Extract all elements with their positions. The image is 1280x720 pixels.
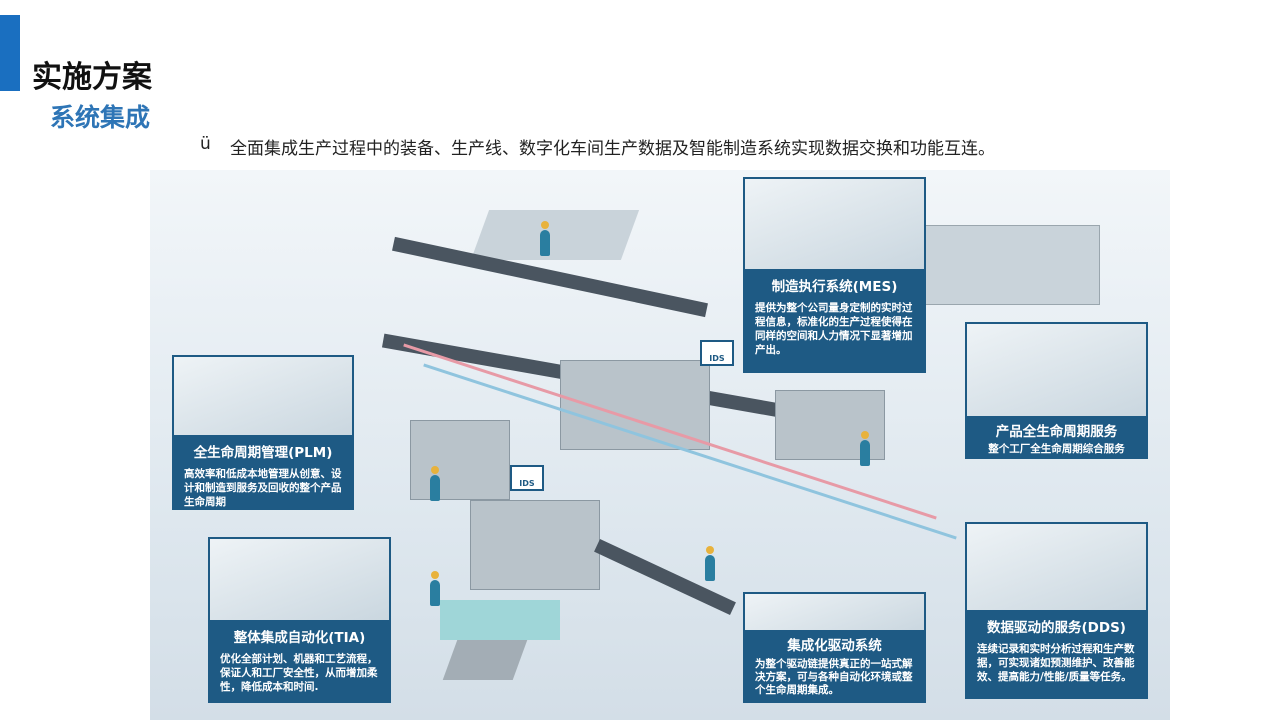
worker-figure <box>540 221 550 256</box>
lifecycle-caption: 产品全生命周期服务 整个工厂全生命周期综合服务 <box>967 416 1146 457</box>
panel-desc: 高效率和低成本地管理从创意、设计和制造到服务及回收的整个产品生命周期 <box>184 468 342 508</box>
bullet-text: 全面集成生产过程中的装备、生产线、数字化车间生产数据及智能制造系统实现数据交换和… <box>230 139 995 159</box>
pallet <box>442 640 528 680</box>
panel-title: 数据驱动的服务(DDS) <box>987 620 1126 636</box>
panel-mes: 制造执行系统(MES) 提供为整个公司量身定制的实时过程信息，标准化的生产过程使… <box>743 177 926 373</box>
panel-title: 制造执行系统(MES) <box>771 279 898 295</box>
tia-image <box>210 539 389 624</box>
page-title: 实施方案 <box>32 60 152 95</box>
page-subtitle: 系统集成 <box>50 103 151 132</box>
machine <box>410 420 510 500</box>
title-accent-bar <box>0 15 20 91</box>
ids-badge: IDS <box>510 465 544 491</box>
worker-figure <box>430 571 440 606</box>
panel-desc: 整个工厂全生命周期综合服务 <box>988 443 1125 455</box>
panel-desc: 为整个驱动链提供真正的一站式解决方案，可与各种自动化环境或整个生命周期集成。 <box>755 658 913 696</box>
ids-badge: IDS <box>700 340 734 366</box>
panel-tia: 整体集成自动化(TIA) 优化全部计划、机器和工艺流程，保证人和工厂安全性，从而… <box>208 537 391 703</box>
dds-caption: 数据驱动的服务(DDS) 连续记录和实时分析过程和生产数据，可实现诸如预测维护、… <box>967 610 1146 697</box>
drive-caption: 集成化驱动系统 为整个驱动链提供真正的一站式解决方案，可与各种自动化环境或整个生… <box>745 630 924 701</box>
panel-lifecycle-service: 产品全生命周期服务 整个工厂全生命周期综合服务 <box>965 322 1148 459</box>
dds-image <box>967 524 1146 614</box>
office-room <box>470 210 640 260</box>
worker-figure <box>430 466 440 501</box>
panel-dds: 数据驱动的服务(DDS) 连续记录和实时分析过程和生产数据，可实现诸如预测维护、… <box>965 522 1148 699</box>
drive-image <box>745 594 924 634</box>
panel-desc: 连续记录和实时分析过程和生产数据，可实现诸如预测维护、改善能效、提高能力/性能/… <box>977 643 1135 683</box>
worker-figure <box>705 546 715 581</box>
panel-desc: 提供为整个公司量身定制的实时过程信息，标准化的生产过程使得在同样的空间和人力情况… <box>755 302 913 356</box>
lifecycle-image <box>967 324 1146 420</box>
panel-plm: 全生命周期管理(PLM) 高效率和低成本地管理从创意、设计和制造到服务及回收的整… <box>172 355 354 510</box>
panel-title: 产品全生命周期服务 <box>995 424 1118 440</box>
machine <box>470 500 600 590</box>
bullet-marker: ü <box>200 134 211 154</box>
panel-title: 集成化驱动系统 <box>787 638 882 654</box>
plm-image <box>174 357 352 439</box>
panel-title: 整体集成自动化(TIA) <box>233 630 366 646</box>
tia-caption: 整体集成自动化(TIA) 优化全部计划、机器和工艺流程，保证人和工厂安全性，从而… <box>210 620 389 701</box>
panel-title: 全生命周期管理(PLM) <box>193 445 333 461</box>
product-crates <box>440 600 560 640</box>
panel-drive: 集成化驱动系统 为整个驱动链提供真正的一站式解决方案，可与各种自动化环境或整个生… <box>743 592 926 703</box>
plm-caption: 全生命周期管理(PLM) 高效率和低成本地管理从创意、设计和制造到服务及回收的整… <box>174 435 352 508</box>
mes-caption: 制造执行系统(MES) 提供为整个公司量身定制的实时过程信息，标准化的生产过程使… <box>745 269 924 371</box>
worker-figure <box>860 431 870 466</box>
mes-image <box>745 179 924 271</box>
panel-desc: 优化全部计划、机器和工艺流程，保证人和工厂安全性，从而增加柔性，降低成本和时间. <box>220 653 378 693</box>
right-building <box>925 225 1100 305</box>
